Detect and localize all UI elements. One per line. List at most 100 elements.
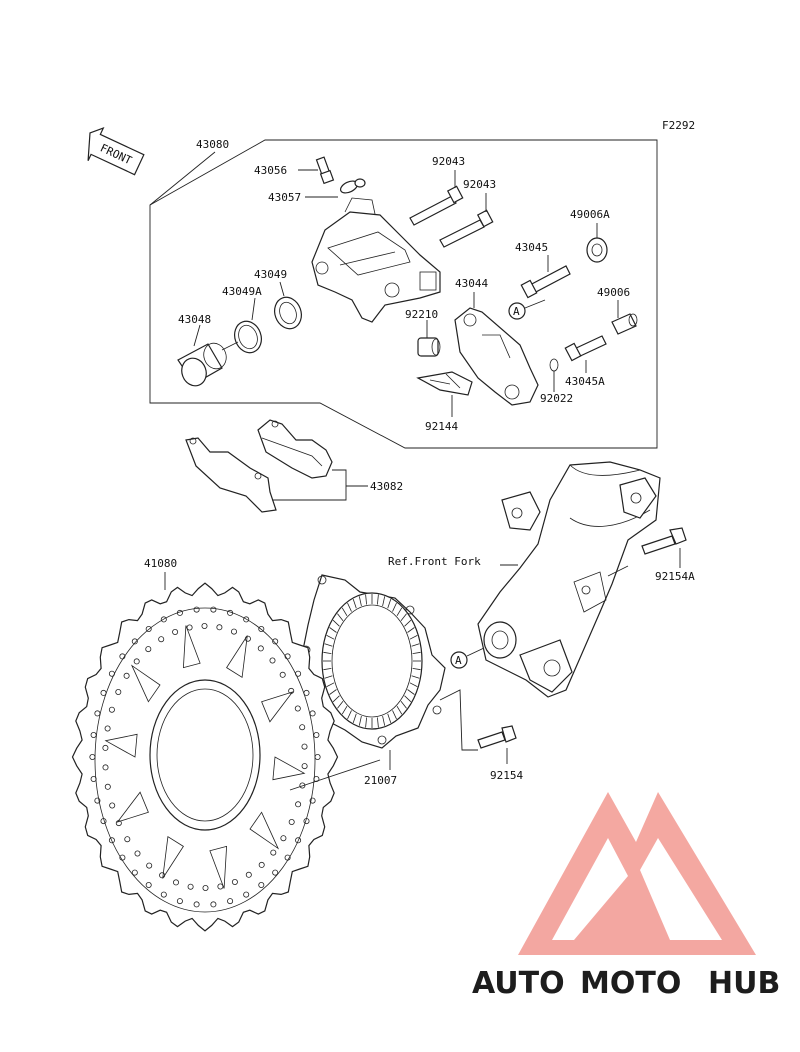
disc-hole <box>303 689 310 696</box>
disc-hole <box>210 901 217 908</box>
disc-hole <box>258 626 265 633</box>
disc-window <box>104 733 138 758</box>
disc-hole <box>108 837 115 844</box>
caliper-bracket <box>454 292 539 406</box>
abs-slot <box>382 716 386 726</box>
caliper-body <box>311 197 441 323</box>
abs-slot <box>358 716 362 726</box>
part-41080: 41080 <box>144 557 177 570</box>
disc-hole <box>94 710 101 717</box>
abs-slot <box>392 710 397 720</box>
part-43057: 43057 <box>268 191 301 204</box>
watermark-text-auto: AUTO <box>472 966 565 1001</box>
watermark-triangle-icon <box>518 792 756 955</box>
abs-slot <box>332 619 340 627</box>
brake-pad-outer <box>185 437 277 513</box>
part-43049A: 43049A <box>222 285 262 298</box>
watermark-text-hub: HUB <box>708 966 780 1001</box>
disc-hole <box>94 797 101 804</box>
disc-hole <box>89 754 96 761</box>
disc-hole <box>279 671 286 678</box>
abs-slot <box>404 695 412 703</box>
disc-hole <box>187 883 194 890</box>
circlip <box>549 358 559 392</box>
disc-hole <box>272 869 279 876</box>
disc-hole <box>176 898 183 905</box>
abs-slot <box>358 596 362 606</box>
ref-front-fork: Ref.Front Fork <box>388 555 481 568</box>
disc-hole <box>90 732 97 739</box>
abs-slot <box>412 651 421 654</box>
disc-hole <box>294 705 301 712</box>
abs-slot <box>377 717 379 728</box>
disc-hole <box>258 861 265 868</box>
disc-hole <box>90 776 97 783</box>
disc-hole <box>301 743 308 750</box>
watermark-text-moto: MOTO <box>580 966 681 1001</box>
disc-window <box>226 635 248 678</box>
pads-bracket-line <box>272 469 368 501</box>
part-49006: 49006 <box>597 286 630 299</box>
abs-slot <box>412 668 421 671</box>
disc-hole <box>314 754 321 761</box>
abs-slot <box>326 635 335 640</box>
abs-slot <box>411 675 420 679</box>
disc-hole <box>243 616 250 623</box>
disc-hole <box>299 724 306 731</box>
abs-slot <box>324 643 333 647</box>
disc-to-ring-line <box>289 759 381 791</box>
bracket-pin-upper <box>520 255 571 299</box>
disc-hole <box>108 706 115 713</box>
bracket-nut <box>417 320 441 357</box>
disc-hole <box>288 819 295 826</box>
disc-window <box>209 845 228 889</box>
disc-hole <box>100 689 107 696</box>
disc-hole <box>172 629 179 636</box>
disc-hole <box>303 818 310 825</box>
part-92043-upper: 92043 <box>432 155 465 168</box>
disc-hole <box>295 837 302 844</box>
abs-slot <box>341 607 348 617</box>
disc-hole <box>176 609 183 616</box>
disc-hole <box>133 658 140 665</box>
disc-hole <box>172 879 179 886</box>
abs-slot <box>404 619 412 627</box>
disc-window <box>261 691 294 723</box>
callout-a-lower: A <box>450 647 485 669</box>
disc-hole <box>160 616 167 623</box>
part-43045: 43045 <box>515 241 548 254</box>
disc-hole <box>102 764 109 771</box>
abs-slot <box>407 627 415 633</box>
disc-hole <box>160 891 167 898</box>
disc-hole <box>104 725 111 732</box>
disc-hole <box>131 638 138 645</box>
disc-hole <box>145 882 152 889</box>
disc-hole <box>115 689 122 696</box>
caliper-pin-lower <box>439 193 494 248</box>
disc-hole <box>210 606 217 613</box>
abs-slot <box>347 710 352 720</box>
disc-hole <box>295 670 302 677</box>
disc-hole <box>193 606 200 613</box>
part-43045A: 43045A <box>565 375 605 388</box>
abs-slot <box>396 607 403 617</box>
caliper-mount-bolt-a <box>607 527 687 577</box>
abs-slot <box>352 713 357 724</box>
abs-slot <box>396 705 403 715</box>
bleeder-cap <box>305 178 366 198</box>
abs-slot <box>407 689 415 695</box>
abs-slot <box>329 627 337 633</box>
disc-hole <box>230 628 237 635</box>
disc-hole <box>134 850 141 857</box>
pin-boot-a <box>586 223 608 263</box>
front-direction-arrow: FRONT <box>87 127 145 176</box>
disc-hole <box>216 624 223 631</box>
disc-hole <box>109 802 116 809</box>
abs-slot <box>347 602 352 612</box>
abs-slot <box>382 596 386 606</box>
part-92154: 92154 <box>490 769 523 782</box>
disc-hole <box>272 638 279 645</box>
abs-sensor-rotor <box>301 574 446 770</box>
abs-slot <box>400 613 407 621</box>
disc-hole <box>309 797 316 804</box>
